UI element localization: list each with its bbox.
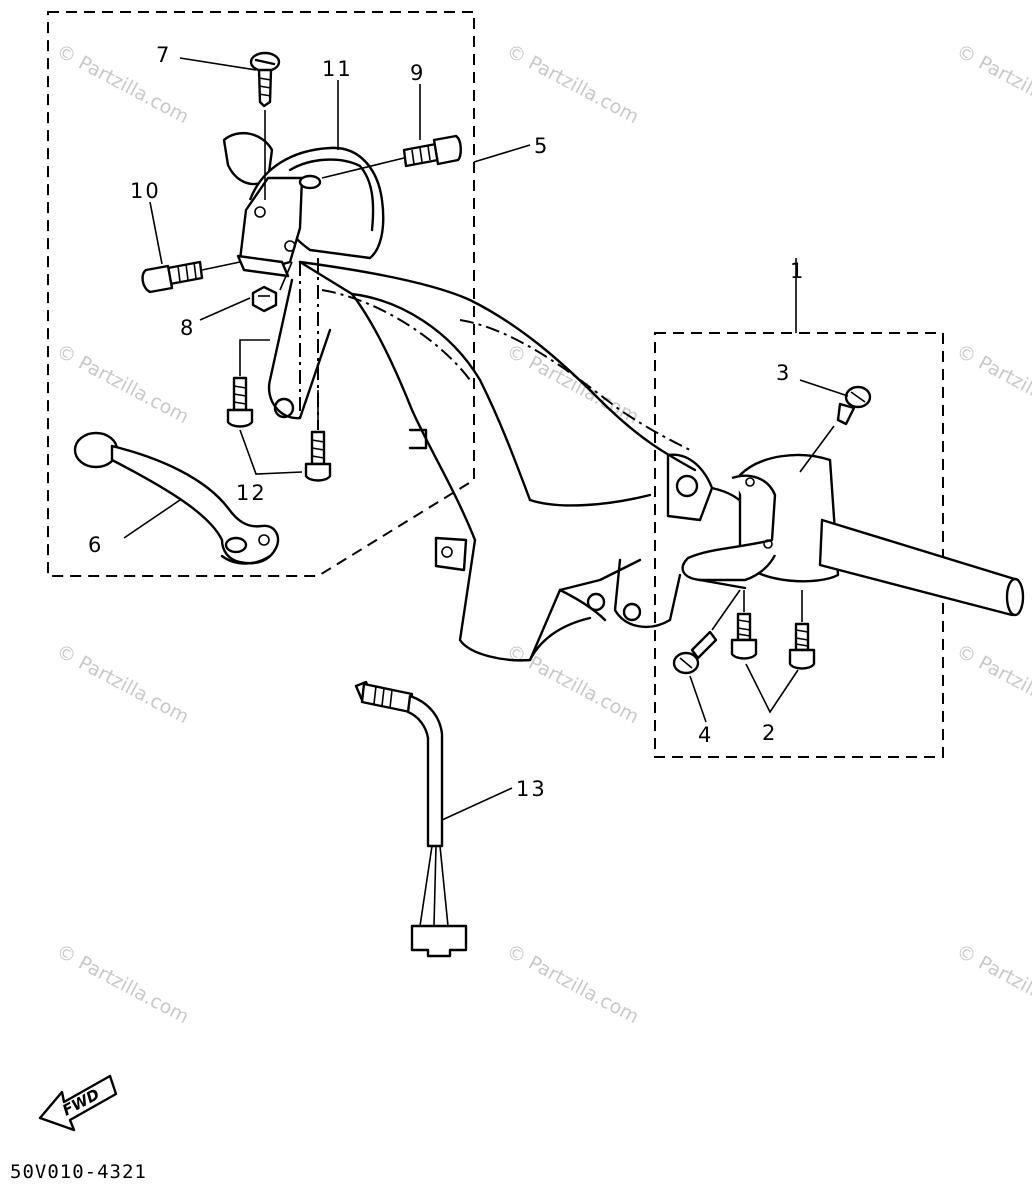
handlebar-frame [267,258,750,662]
brake-switch-wire [354,680,468,958]
lever-holder [222,131,385,278]
brake-lever [73,431,280,565]
watermark: © Partzilla.com [503,340,643,428]
callout-9: 9 [410,61,425,85]
watermark: © Partzilla.com [953,940,1032,1028]
watermark: © Partzilla.com [953,40,1032,128]
watermark: © Partzilla.com [953,640,1032,728]
right-grip-assembly [681,453,1025,617]
callout-11: 11 [322,57,353,81]
callout-7: 7 [156,43,171,67]
watermark: © Partzilla.com [53,940,193,1028]
callout-3: 3 [776,361,791,385]
callout-6: 6 [88,533,103,557]
callout-2: 2 [762,721,777,745]
callout-10: 10 [130,179,161,203]
diagram-code: 50V010-4321 [10,1161,147,1183]
watermark: © Partzilla.com [503,640,643,728]
watermark: © Partzilla.com [953,340,1032,428]
watermark: © Partzilla.com [53,40,193,128]
watermarks: © Partzilla.com © Partzilla.com © Partzi… [53,40,1032,1028]
watermark: © Partzilla.com [503,40,643,128]
callout-12: 12 [236,481,267,505]
callout-4: 4 [698,723,713,747]
assembly-1-box [654,332,944,758]
watermark: © Partzilla.com [53,340,193,428]
callout-1: 1 [790,259,805,283]
watermark: © Partzilla.com [503,940,643,1028]
callout-5: 5 [534,134,549,158]
forward-direction-arrow: FWD [38,1074,118,1132]
callouts: 1 2 3 4 5 6 7 8 9 10 11 12 13 [88,43,805,801]
callout-8: 8 [180,316,195,340]
callout-13: 13 [516,777,547,801]
bolt-10 [166,260,204,286]
assembly-5-box [47,11,475,577]
fasteners [141,51,872,714]
nut-8 [251,285,278,313]
leader-lines [123,57,849,821]
watermark: © Partzilla.com [53,640,193,728]
